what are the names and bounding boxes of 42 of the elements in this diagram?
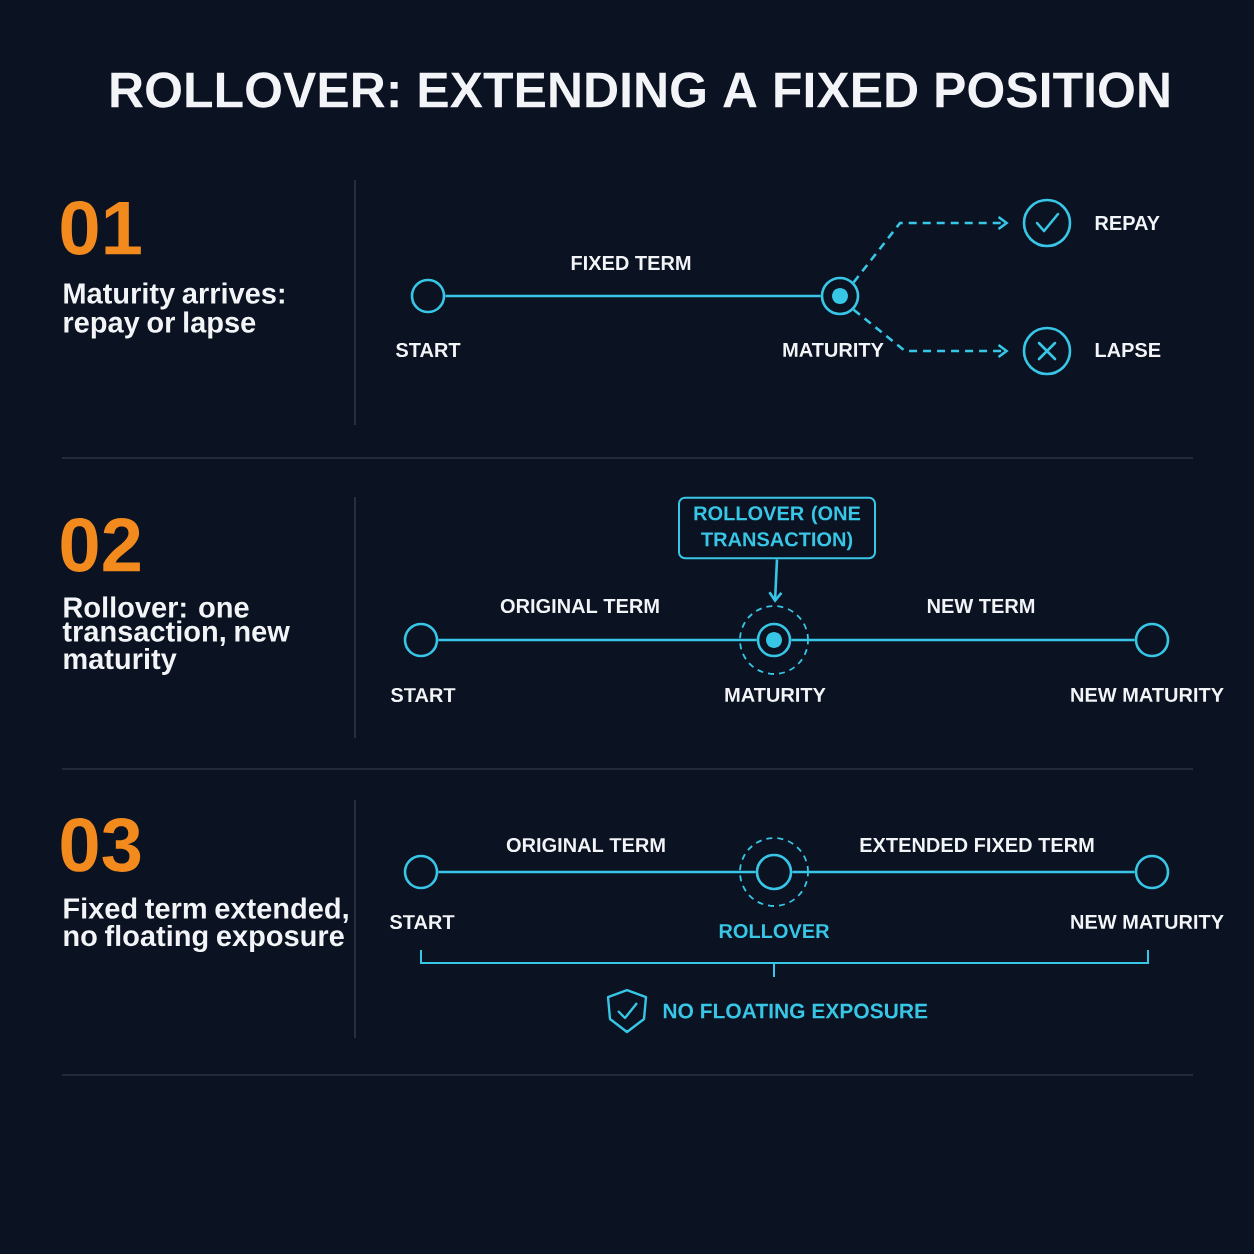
point-label: NEW MATURITY — [1071, 688, 1224, 702]
timeline-point — [1134, 854, 1170, 890]
point-label: START — [391, 687, 456, 703]
edge-label: EXTENDED FIXED TERM — [860, 838, 1094, 852]
point-label: REPAY — [1095, 216, 1160, 230]
step-description: Fixed term extended, no floating exposure — [64, 897, 348, 953]
point-label: START — [390, 914, 455, 930]
edge-label: NEW TERM — [927, 599, 1035, 613]
step-number: 03 — [61, 818, 141, 872]
step-number: 02 — [61, 518, 140, 572]
timeline-point — [403, 622, 439, 658]
timeline-point — [820, 276, 860, 316]
point-label: MATURITY — [783, 343, 884, 357]
step-description: Rollover: one transaction, new maturity — [62, 596, 290, 675]
step-number: 01 — [61, 201, 141, 255]
point-label: START — [396, 342, 461, 358]
timeline-line — [445, 294, 821, 298]
point-label: NEW MATURITY — [1071, 915, 1224, 929]
point-label: MATURITY — [725, 688, 826, 702]
timeline-line — [438, 870, 756, 874]
point-label: LAPSE — [1095, 342, 1161, 358]
check-circle-icon — [1022, 198, 1072, 248]
cross-circle-icon — [1022, 326, 1072, 376]
edge-label: ORIGINAL TERM — [500, 598, 659, 614]
timeline-point — [1134, 622, 1170, 658]
timeline-point — [739, 605, 809, 675]
timeline-line — [438, 638, 757, 642]
timeline-line — [791, 638, 1135, 642]
arrow — [768, 559, 783, 603]
callout-box: ROLLOVER (ONE TRANSACTION) — [678, 496, 876, 560]
edge-label: FIXED TERM — [571, 256, 691, 270]
timeline-point — [403, 854, 439, 890]
title: ROLLOVER: EXTENDING A FIXED POSITION — [111, 72, 1169, 108]
arrow — [852, 215, 1009, 284]
arrow — [852, 308, 1009, 359]
point-label: ROLLOVER — [719, 923, 830, 939]
note-text: NO FLOATING EXPOSURE — [663, 1003, 928, 1019]
timeline-point — [739, 837, 809, 907]
timeline-point — [410, 278, 446, 314]
timeline-line — [792, 870, 1135, 874]
edge-label: ORIGINAL TERM — [506, 837, 665, 853]
step-description: Maturity arrives: repay or lapse — [64, 282, 284, 339]
